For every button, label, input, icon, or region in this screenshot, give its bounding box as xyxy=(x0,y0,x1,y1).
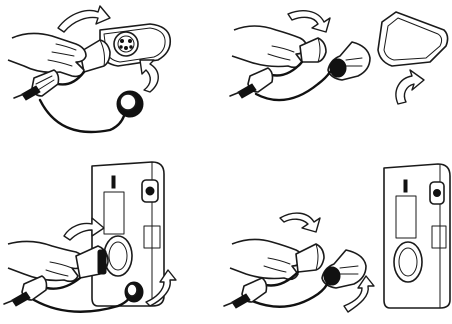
hand-icon xyxy=(229,238,304,281)
rotate-arrow-icon xyxy=(287,10,331,33)
hand-icon xyxy=(7,32,87,78)
rotate-arrow-icon xyxy=(57,5,111,33)
hand-icon xyxy=(7,240,86,283)
panel-connect-vehicle xyxy=(7,5,172,134)
rotate-arrow-icon xyxy=(395,69,425,105)
panel-remove-cover xyxy=(229,10,449,105)
panel-remove-charger-cap xyxy=(223,163,451,313)
rotate-arrow-icon xyxy=(63,217,105,241)
connector-icon xyxy=(295,243,325,273)
dust-cap-icon xyxy=(323,266,341,286)
panel-connect-charger xyxy=(3,161,177,313)
rotate-arrow-icon xyxy=(145,269,177,307)
rotate-arrow-icon xyxy=(279,212,321,233)
connector-icon xyxy=(79,39,111,73)
hand-icon xyxy=(231,25,308,69)
rotate-arrow-icon xyxy=(343,275,375,313)
rotate-arrow-icon xyxy=(139,59,159,93)
dust-cap-icon xyxy=(329,58,347,78)
cover-icon xyxy=(377,11,449,67)
